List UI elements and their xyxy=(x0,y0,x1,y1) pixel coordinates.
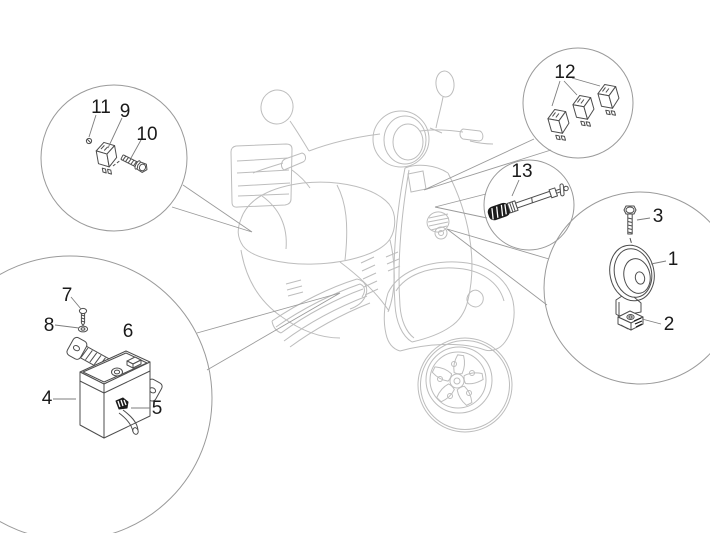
callout-labels: 1 2 3 4 5 6 7 8 9 10 11 12 13 xyxy=(42,62,679,419)
callout-label-11: 11 xyxy=(91,97,111,118)
headlamp xyxy=(372,110,430,168)
relay-c xyxy=(595,81,624,119)
callout-label-13: 13 xyxy=(511,161,532,182)
part-13-sensor-cable xyxy=(487,183,569,221)
callout-label-9: 9 xyxy=(120,101,131,122)
callout-label-10: 10 xyxy=(136,124,157,145)
bubble-horn-kit xyxy=(543,191,710,385)
pointer-wedges xyxy=(171,138,552,371)
part-3-horn-bolt xyxy=(623,205,637,235)
floorboard-rails xyxy=(271,278,371,348)
callout-label-2: 2 xyxy=(664,314,675,335)
bubble-relay-set xyxy=(522,47,634,159)
part-horn-kit xyxy=(609,205,655,331)
relay-b xyxy=(570,92,599,130)
part-2-clip-nut xyxy=(617,310,644,331)
horn-grille xyxy=(426,211,450,240)
relay-a xyxy=(545,106,574,144)
part-12-relay-set xyxy=(545,81,624,144)
scooter-illustration xyxy=(230,70,515,433)
part-9-relay xyxy=(94,140,120,177)
callout-label-1: 1 xyxy=(668,249,679,270)
leader-lines xyxy=(53,77,667,409)
rear-rack xyxy=(230,143,311,208)
callout-label-5: 5 xyxy=(152,398,163,419)
legshield xyxy=(393,164,473,343)
part-4-battery xyxy=(79,350,151,439)
callout-label-12: 12 xyxy=(554,62,575,83)
callout-label-6: 6 xyxy=(123,321,134,342)
part-7-strap-screw xyxy=(78,307,88,326)
callout-label-8: 8 xyxy=(44,315,55,336)
part-1-horn xyxy=(609,244,655,317)
front-fender xyxy=(383,261,515,352)
part-8-strap-washer xyxy=(77,325,89,333)
bubble-sensor-cable xyxy=(483,159,575,251)
part-10-relay-bolt xyxy=(120,154,148,173)
callout-label-4: 4 xyxy=(42,388,53,409)
callout-label-7: 7 xyxy=(62,285,73,306)
bubble-relay-kit xyxy=(40,84,188,232)
part-battery-kit xyxy=(66,307,163,439)
front-wheel xyxy=(417,337,513,433)
bubble-battery-kit xyxy=(0,255,213,533)
part-5-terminal-bolt xyxy=(115,397,139,435)
seat xyxy=(237,181,396,265)
callout-label-3: 3 xyxy=(653,206,664,227)
part-11-relay-screw xyxy=(85,137,93,145)
mirrors-and-handlebar xyxy=(252,70,494,174)
callout-bubbles xyxy=(0,47,710,533)
body-panels xyxy=(240,239,401,339)
part-relay-kit xyxy=(85,137,148,177)
